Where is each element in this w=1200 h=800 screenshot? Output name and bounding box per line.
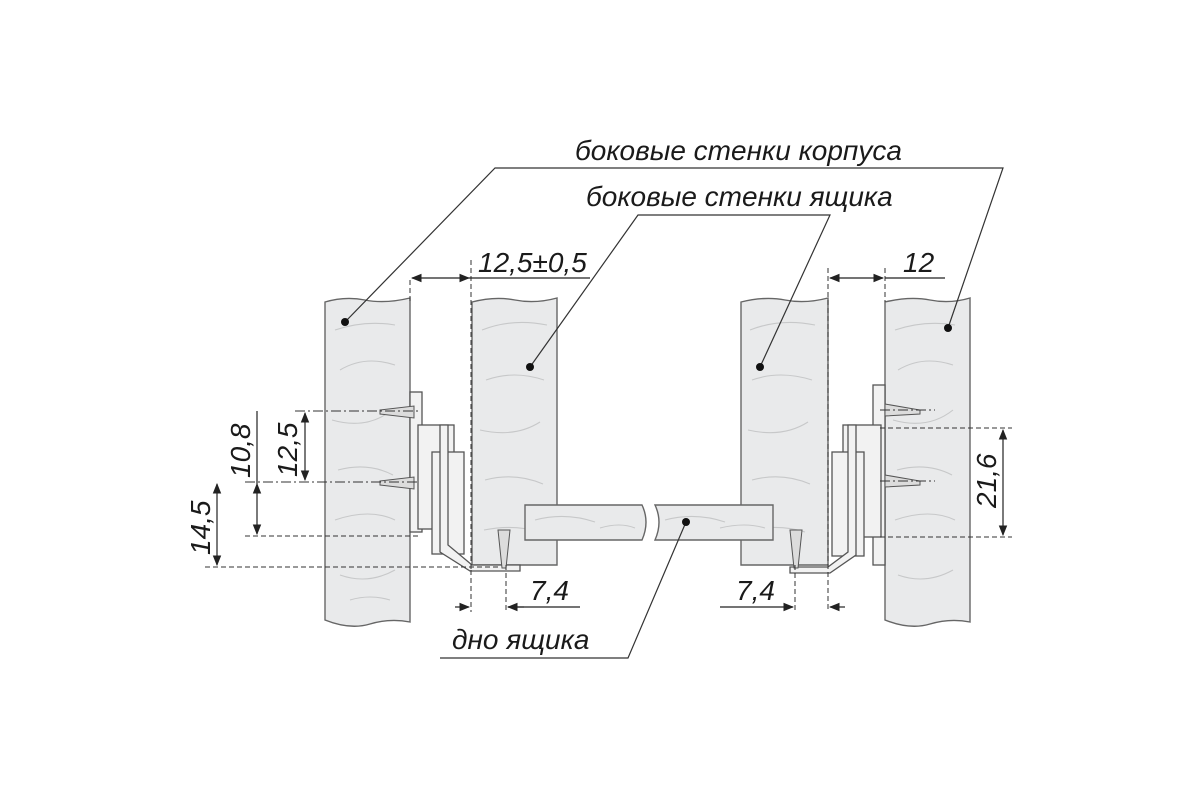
screw-left-upper: [379, 405, 415, 419]
cabinet-wall-left: [324, 297, 411, 627]
dim-gap-left-text: 12,5±0,5: [478, 247, 587, 278]
leader-cabinet-walls: [341, 167, 1004, 332]
dimension-gap-right: 12: [827, 247, 945, 610]
dim-gap-right-text: 12: [903, 247, 935, 278]
dim-10-8-text: 10,8: [225, 423, 256, 478]
leader-drawer-bottom: [440, 518, 690, 659]
label-drawer-bottom: дно ящика: [452, 624, 589, 655]
dim-12-5-text: 12,5: [272, 422, 303, 477]
dimension-left-verticals: [205, 410, 500, 568]
cabinet-wall-right: [884, 297, 971, 627]
dim-14-5-text: 14,5: [185, 500, 216, 555]
screw-left-lower: [379, 476, 415, 490]
slide-rail-right: [789, 384, 886, 574]
leader-drawer-walls: [526, 214, 831, 371]
dim-7-4-right-text: 7,4: [736, 575, 775, 606]
label-cabinet-walls: боковые стенки корпуса: [575, 135, 902, 166]
drawer-bottom-board: [524, 504, 774, 541]
slide-rail-left: [409, 391, 521, 572]
drawer-wall-left: [471, 297, 558, 566]
label-drawer-walls: боковые стенки ящика: [586, 181, 893, 212]
screw-drawer-right: [789, 529, 803, 569]
dimension-gap-left: 12,5±0,5: [409, 247, 590, 570]
dimension-right-vertical: [880, 409, 1012, 538]
dim-7-4-left-text: 7,4: [530, 575, 569, 606]
dimension-bottom-left: 7,4: [455, 565, 580, 612]
dim-21-6-text: 21,6: [971, 453, 1002, 509]
dimension-bottom-right: 7,4: [720, 565, 845, 612]
